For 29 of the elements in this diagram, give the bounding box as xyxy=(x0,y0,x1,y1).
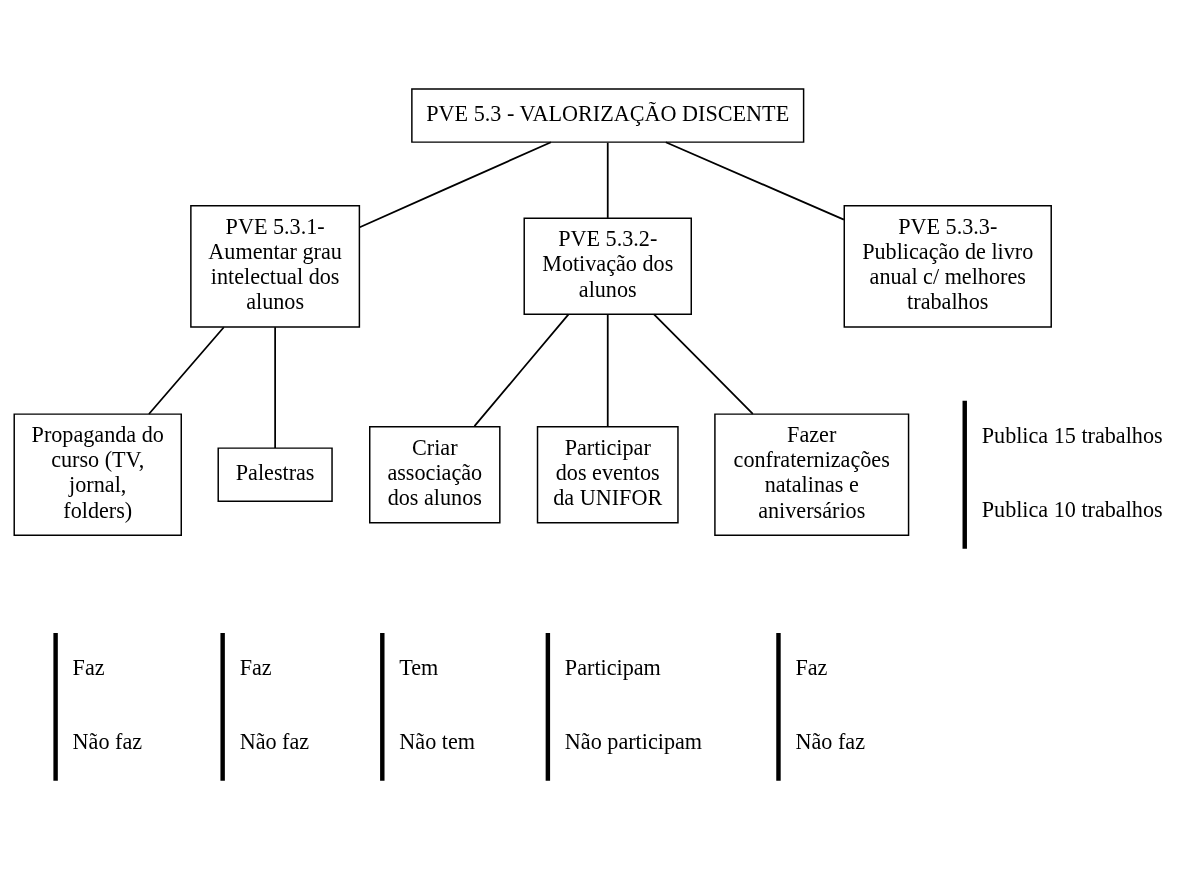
label: Faz xyxy=(795,654,828,680)
connector xyxy=(473,313,570,427)
label: Não faz xyxy=(239,728,310,754)
node-box: Palestras xyxy=(217,446,333,502)
label: Não tem xyxy=(399,728,475,754)
node-box: Participar dos eventos da UNIFOR xyxy=(536,425,679,523)
node-box: Criar associação dos alunos xyxy=(369,425,501,523)
connector xyxy=(274,325,276,449)
label: Faz xyxy=(239,654,272,680)
connector xyxy=(653,313,754,415)
connector xyxy=(664,140,845,221)
connector xyxy=(148,325,225,415)
connector xyxy=(606,141,609,219)
label: Participam xyxy=(564,654,661,680)
node-box: PVE 5.3 - VALORIZAÇÃO DISCENTE xyxy=(411,87,805,143)
connector xyxy=(606,313,609,427)
label: Tem xyxy=(399,654,439,680)
node-box: PVE 5.3.3- Publicação de livro anual c/ melhores trabalhos xyxy=(843,204,1052,328)
node-box: PVE 5.3.2- Motivação dos alunos xyxy=(523,217,692,315)
label: Não participam xyxy=(564,728,703,754)
connector xyxy=(358,140,552,228)
node-box: PVE 5.3.1- Aumentar grau intelectual dos alunos xyxy=(190,204,361,328)
label: Publica 15 trabalhos xyxy=(981,422,1163,448)
label: Publica 10 trabalhos xyxy=(981,496,1163,522)
node-box: Propaganda do curso (TV, jornal, folders) xyxy=(13,412,182,536)
label: Não faz xyxy=(72,728,143,754)
label: Não faz xyxy=(795,728,865,754)
node-box: Fazer confraternizações natalinas e aniversários xyxy=(714,412,910,536)
label: Faz xyxy=(72,654,105,680)
